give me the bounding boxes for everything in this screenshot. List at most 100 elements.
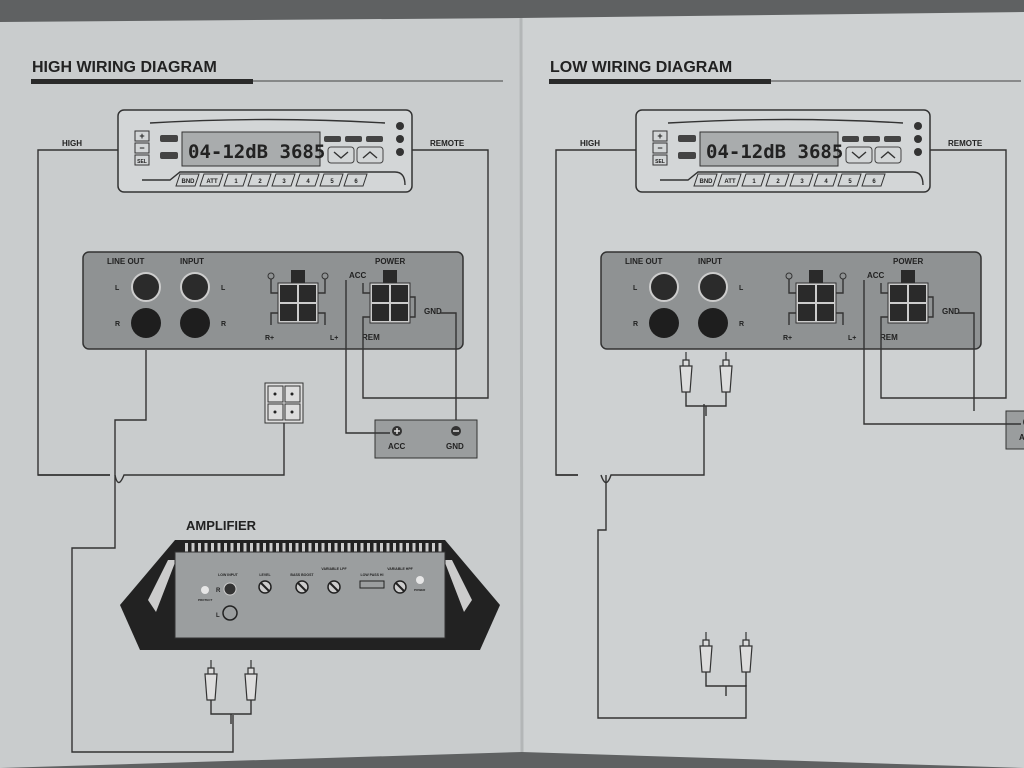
heatsink-fin [282,543,286,552]
remote-label: REMOTE [948,139,983,148]
signal-wire [114,350,285,484]
radio-key [160,135,178,142]
heatsink-fin [347,543,351,552]
power-connector-pin [391,304,408,321]
radio-button-label: BND [182,179,196,185]
signal-wire [600,404,705,484]
radio-button-label: 3 [282,179,286,185]
radio-button-label: 1 [234,179,238,185]
plug-cell [284,385,301,403]
jack-l-label: L [221,285,226,292]
battery-acc-label: ACC [1019,433,1024,442]
side-button-label: + [657,131,662,141]
heatsink-fin [243,543,247,552]
battery-acc-label: ACC [388,442,406,451]
heatsink-fin [224,543,227,552]
power-led [416,576,424,584]
heatsink-fin [425,543,429,552]
radio-button-label: ATT [724,179,736,185]
radio-button-label: 5 [848,179,852,185]
preset-key [345,136,362,142]
control-label: BASS BOOST [290,573,314,577]
control-label: VARIABLE HPF [387,567,413,571]
radio-button-label: 3 [800,179,804,185]
battery-box [1005,410,1024,450]
preset-key [842,136,859,142]
heatsink-fin [354,543,357,552]
heatsink-fin [321,543,325,552]
side-button [652,154,668,166]
rca-plug-pair-input [679,352,733,416]
heatsink-fin [256,543,260,552]
rca-jack [180,272,210,302]
power-led-label: POWER [414,588,426,592]
amp-l-label: L [216,613,220,619]
speaker-connector-pin [817,304,834,321]
display-text: 04-12dB 3685 [188,141,325,163]
side-button [134,142,150,154]
power-leads [362,283,416,329]
radio-key [678,135,696,142]
power-leads [880,283,934,329]
heatsink-fin [263,543,266,552]
speaker-connector-pin [280,304,297,321]
heatsink-fin [276,543,279,552]
remote-wire [880,149,1007,399]
heatsink-fin [269,543,273,552]
minus-icon [267,272,275,280]
radio-button [693,173,718,187]
plug-pin [273,410,277,414]
heatsink-fin [289,543,292,552]
side-button-label: SEL [655,159,665,165]
radio-button-label: 4 [824,179,828,185]
amplifier-title: AMPLIFIER [186,518,257,533]
radio-key [678,152,696,159]
down-button [327,146,355,164]
radio-button [765,173,790,187]
rca-jack [180,308,210,338]
jack-l-label: L [739,285,744,292]
l-plus-label: L+ [848,335,856,342]
radio-button [861,173,886,187]
heatsink-fin [308,543,312,552]
rca-plug [679,352,693,393]
panel-title: HIGH WIRING DIAGRAM [32,59,217,76]
rca-plug [244,660,258,701]
heatsink-fin [419,543,422,552]
power-label: POWER [893,257,923,266]
right-page [520,12,1024,768]
knob-pointer [297,582,307,592]
acc-label: ACC [867,271,885,280]
up-button [874,146,902,164]
rca-plug [719,352,733,393]
preset-key [884,136,901,142]
radio-button-label: 6 [354,179,358,185]
radio-display [699,131,839,167]
input-label: INPUT [698,257,722,266]
amp-input-wire [556,474,747,719]
side-button-label: + [139,131,144,141]
button-strip [142,171,406,186]
heatsink-fin [432,543,435,552]
control-label: LEVEL [259,573,271,577]
radio-key [160,152,178,159]
preset-key [366,136,383,142]
down-button [845,146,873,164]
knob-pointer [260,582,270,592]
jack-l-label: L [633,285,638,292]
plug-pin [290,392,294,396]
button-strip [660,171,924,186]
rca-plug [699,632,713,673]
radio-button-label: 5 [330,179,334,185]
acc-wire [863,280,1021,425]
radio-button [271,173,296,187]
heatsink-fin [367,543,370,552]
speaker-connector-pin [280,285,297,302]
plug-cable [685,392,727,416]
